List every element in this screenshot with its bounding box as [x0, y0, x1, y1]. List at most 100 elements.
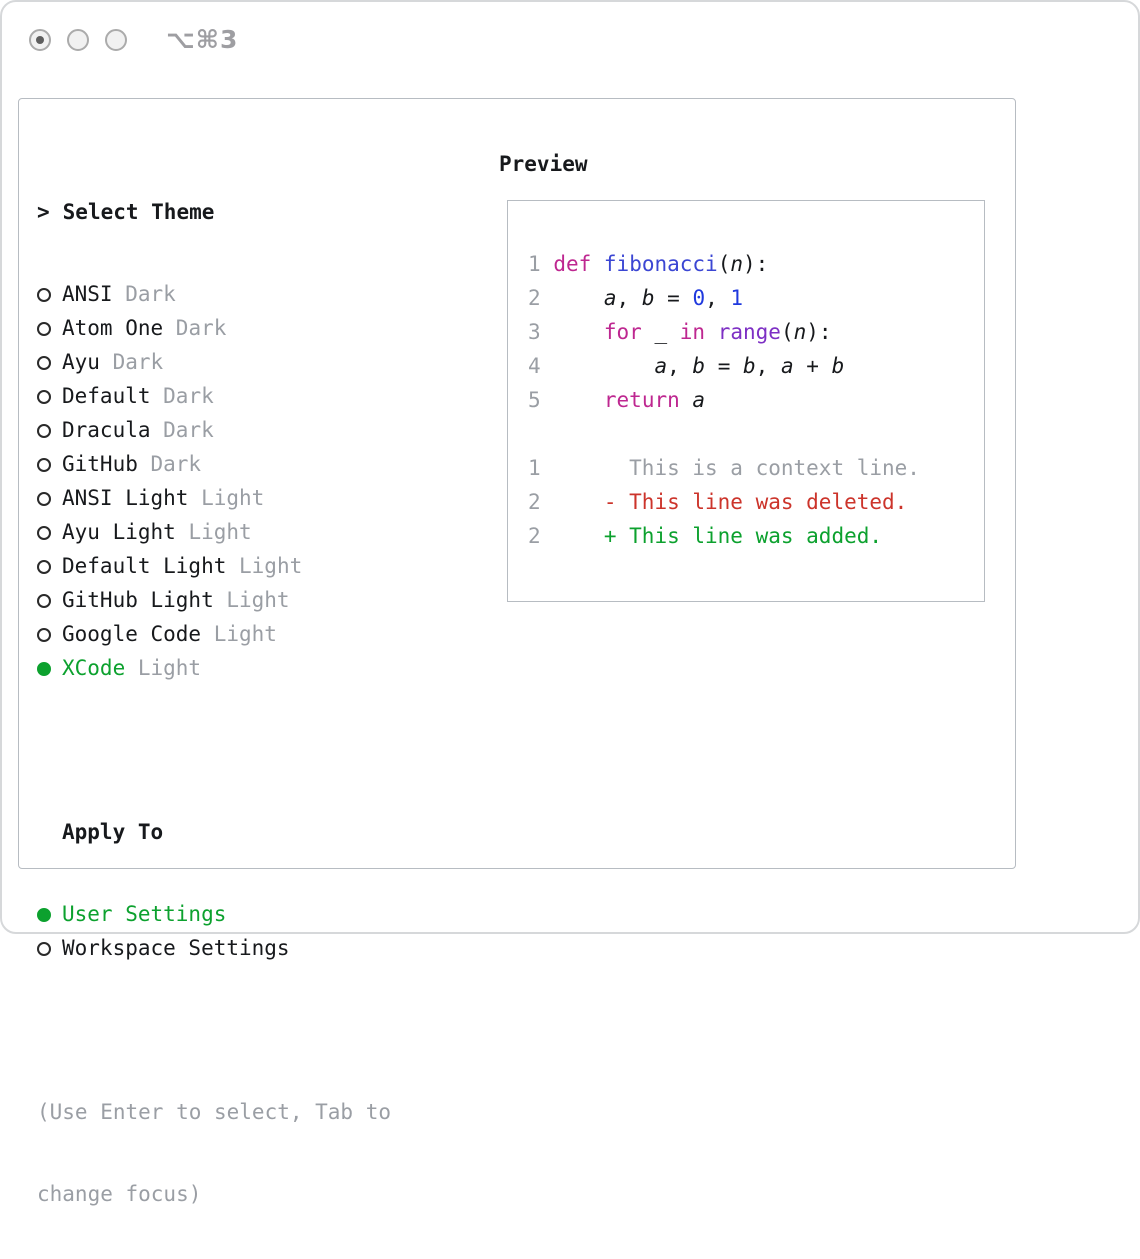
code-token: ,	[755, 354, 781, 378]
code-line: 1 def fibonacci(n):	[528, 247, 920, 281]
code-token: ):	[743, 252, 769, 276]
theme-option-google-code[interactable]: Google Code Light	[37, 617, 391, 651]
blank-line	[528, 417, 920, 451]
theme-name: ANSI Light	[62, 486, 189, 510]
code-token: in	[679, 320, 706, 344]
theme-variant: Dark	[112, 282, 176, 306]
radio-icon	[37, 356, 51, 370]
code-token	[541, 354, 554, 378]
theme-variant: Light	[201, 622, 277, 646]
code-token	[541, 286, 554, 310]
theme-name: Default Light	[62, 554, 227, 578]
theme-option-ansi[interactable]: ANSI Dark	[37, 277, 391, 311]
code-token	[541, 320, 554, 344]
window-control-minimize[interactable]	[67, 28, 89, 51]
apply-to-header: Apply To	[62, 820, 164, 844]
code-token: (	[717, 252, 731, 276]
diff-text: - This line was deleted.	[540, 490, 908, 514]
code-token	[553, 286, 604, 310]
code-token: 0	[692, 286, 706, 310]
code-token: _	[641, 320, 680, 344]
radio-icon	[37, 288, 51, 302]
line-number: 1	[528, 252, 541, 276]
theme-option-default-light[interactable]: Default Light Light	[37, 549, 391, 583]
line-number: 3	[528, 320, 541, 344]
code-token: a	[654, 354, 668, 378]
radio-icon	[37, 526, 51, 540]
theme-name: GitHub	[62, 452, 138, 476]
help-text-line-2: change focus)	[37, 1182, 202, 1206]
code-token: for	[603, 320, 642, 344]
code-token	[680, 388, 693, 412]
code-token: ,	[667, 354, 693, 378]
theme-variant: Dark	[150, 384, 214, 408]
code-token	[591, 252, 604, 276]
diff-text: + This line was added.	[540, 524, 883, 548]
line-number: 2	[528, 286, 541, 310]
code-token	[705, 320, 718, 344]
code-token: b	[831, 354, 845, 378]
theme-option-xcode[interactable]: XCode Light	[37, 651, 391, 685]
radio-icon	[37, 594, 51, 608]
line-number: 5	[528, 388, 541, 412]
line-number: 2	[528, 524, 541, 548]
radio-icon	[37, 424, 51, 438]
apply-option-label: User Settings	[62, 902, 227, 926]
theme-option-github-light[interactable]: GitHub Light Light	[37, 583, 391, 617]
code-token: a	[603, 286, 617, 310]
code-token: ,	[705, 286, 731, 310]
code-token: =	[654, 286, 693, 310]
theme-option-atom-one[interactable]: Atom One Dark	[37, 311, 391, 345]
keyboard-shortcut-label: ⌥⌘3	[166, 25, 239, 54]
code-token: =	[705, 354, 744, 378]
radio-icon	[37, 560, 51, 574]
theme-variant: Light	[213, 588, 290, 612]
code-token: n	[793, 320, 807, 344]
theme-option-ayu-light[interactable]: Ayu Light Light	[37, 515, 391, 549]
theme-name: Ayu	[62, 350, 100, 374]
theme-option-ansi-light[interactable]: ANSI Light Light	[37, 481, 391, 515]
window-control-close[interactable]	[29, 28, 51, 51]
window-control-zoom[interactable]	[105, 28, 127, 51]
code-token: b	[641, 286, 655, 310]
code-token: a	[780, 354, 794, 378]
code-token	[541, 252, 554, 276]
theme-name: Atom One	[62, 316, 164, 340]
code-token: ):	[806, 320, 832, 344]
code-token: +	[793, 354, 832, 378]
apply-option-workspace-settings[interactable]: Workspace Settings	[37, 931, 391, 965]
radio-icon	[37, 322, 51, 336]
theme-option-ayu[interactable]: Ayu Dark	[37, 345, 391, 379]
theme-option-default[interactable]: Default Dark	[37, 379, 391, 413]
theme-name: Ayu Light	[62, 520, 176, 544]
radio-icon	[37, 390, 51, 404]
radio-icon	[37, 662, 51, 676]
code-token: fibonacci	[603, 252, 718, 276]
radio-icon	[37, 492, 51, 506]
theme-option-github[interactable]: GitHub Dark	[37, 447, 391, 481]
diff-line-context: 1 This is a context line.	[528, 451, 920, 485]
code-token: b	[692, 354, 706, 378]
theme-name: Google Code	[62, 622, 202, 646]
line-number: 4	[528, 354, 541, 378]
theme-variant: Light	[125, 656, 202, 680]
theme-variant: Dark	[99, 350, 164, 374]
code-token: 1	[730, 286, 744, 310]
theme-option-dracula[interactable]: Dracula Dark	[37, 413, 391, 447]
window-control-dot-icon	[36, 35, 44, 44]
radio-icon	[37, 908, 51, 922]
theme-name: Dracula	[62, 418, 151, 442]
theme-name: GitHub Light	[62, 588, 214, 612]
code-token: b	[743, 354, 756, 378]
apply-option-user-settings[interactable]: User Settings	[37, 897, 391, 931]
preview-title: Preview	[499, 152, 588, 176]
theme-name: ANSI	[62, 282, 113, 306]
code-token: (	[780, 320, 794, 344]
code-token: ,	[616, 286, 642, 310]
radio-icon	[37, 628, 51, 642]
help-text-line-1: (Use Enter to select, Tab to	[37, 1100, 392, 1124]
